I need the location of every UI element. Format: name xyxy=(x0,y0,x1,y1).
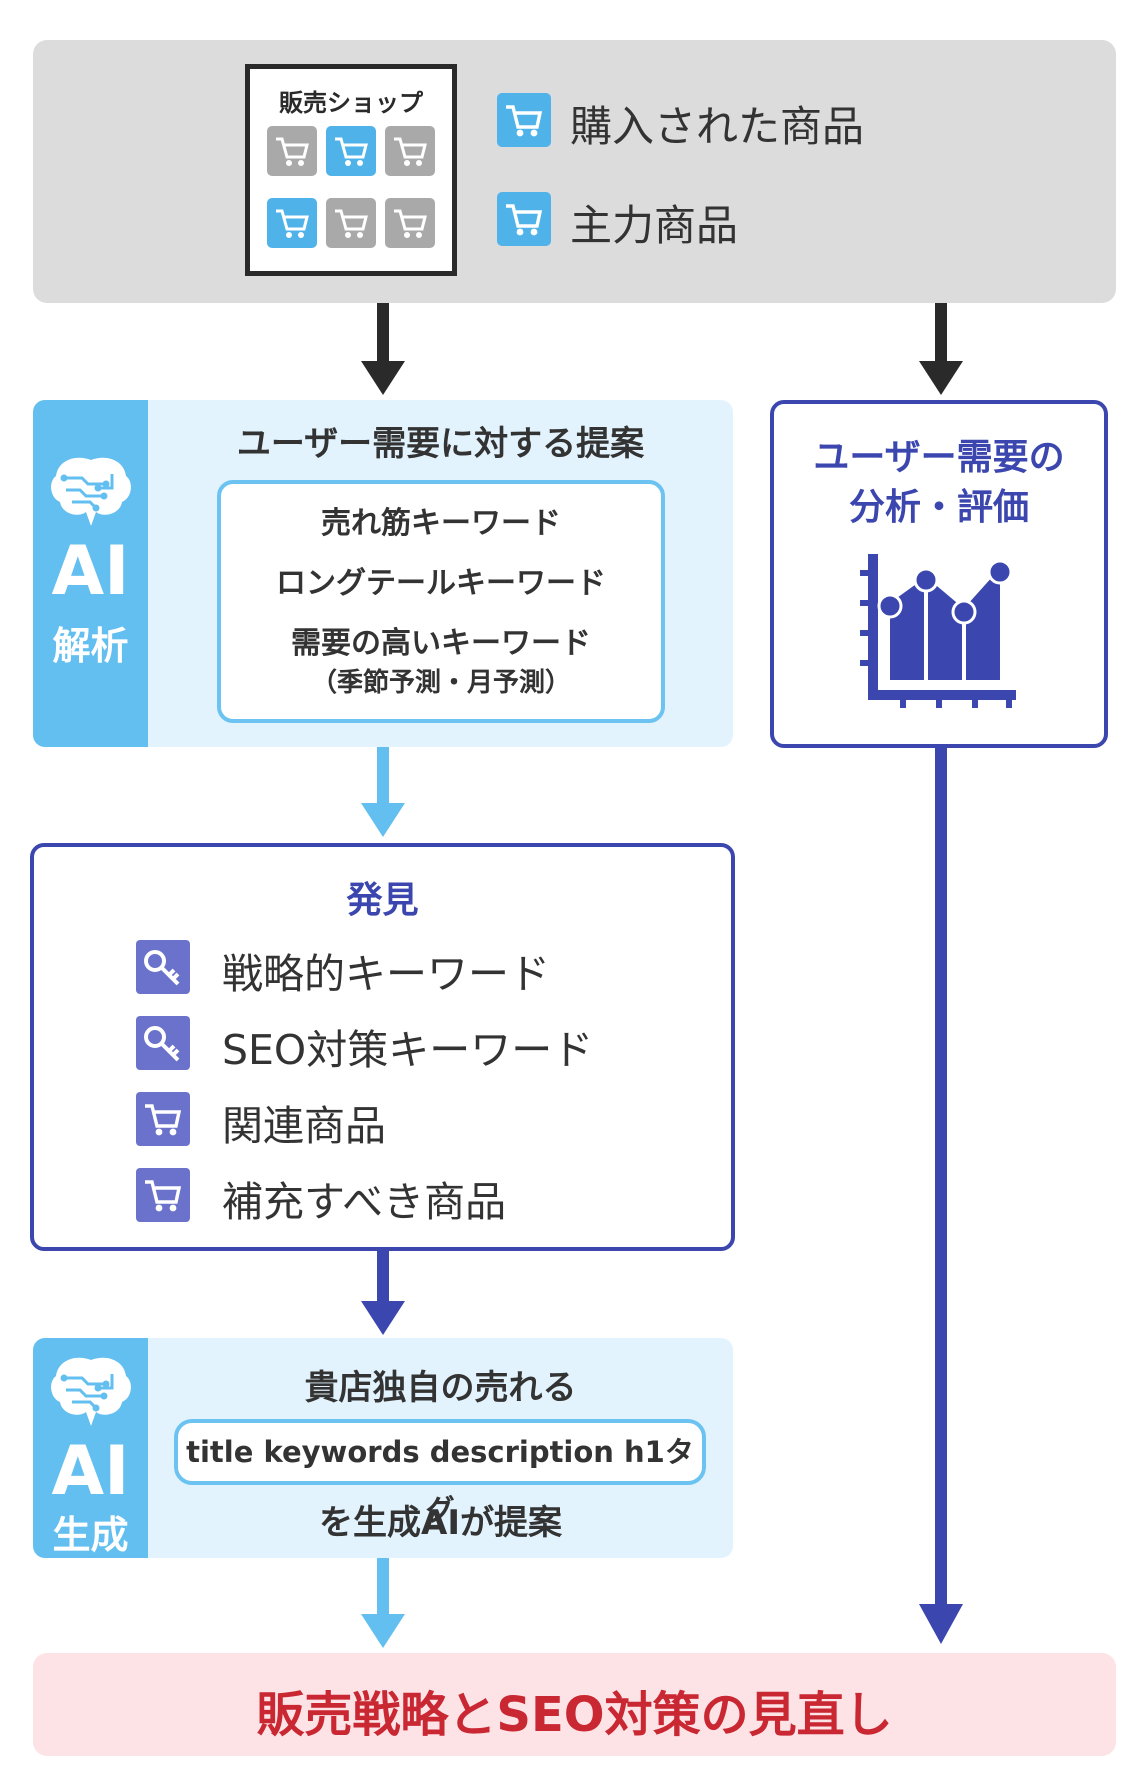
discovery-box: 発見 戦略的キーワード SEO対策キーワード 関連商品 補充すべき商品 xyxy=(30,843,735,1251)
arrow-down-analysis xyxy=(361,747,405,837)
generation-line1: 貴店独自の売れる xyxy=(304,1368,577,1408)
keyword-longtail: ロングテールキーワード xyxy=(276,566,606,601)
result-banner: 販売戦略とSEO対策の見直し xyxy=(33,1653,1116,1756)
key-icon xyxy=(136,1016,190,1070)
main-product-cart-icon xyxy=(497,192,551,246)
generation-line3: を生成AIが提案 xyxy=(319,1503,562,1543)
line-chart-icon xyxy=(860,554,1016,708)
ai-analysis-sidebar: AI 解析 xyxy=(33,400,148,747)
ai-generation-panel: AI 生成 貴店独自の売れる title keywords descriptio… xyxy=(33,1338,733,1558)
ai-label: AI xyxy=(51,1432,130,1511)
shop-cart-icon xyxy=(326,126,376,176)
result-text: 販売戦略とSEO対策の見直し xyxy=(256,1687,893,1743)
brain-circuit-icon xyxy=(51,1357,131,1426)
ai-analysis-panel: AI 解析 ユーザー需要に対する提案 売れ筋キーワード ロングテールキーワード … xyxy=(33,400,733,747)
evaluation-title-line1: ユーザー需要の xyxy=(813,437,1065,478)
brain-circuit-icon xyxy=(51,457,131,526)
arrow-down-right xyxy=(919,303,963,395)
arrow-down-left xyxy=(361,303,405,395)
discovery-title: 発見 xyxy=(346,880,419,921)
shop-box: 販売ショップ xyxy=(245,64,457,276)
shop-cart-icon xyxy=(385,126,435,176)
discovery-item-restock-products: 補充すべき商品 xyxy=(222,1178,507,1226)
legend-main: 主力商品 xyxy=(570,201,739,250)
purchased-cart-icon xyxy=(497,93,551,147)
evaluation-title-line2: 分析・評価 xyxy=(848,487,1029,528)
shop-cart-icon xyxy=(267,198,317,248)
shop-cart-icon xyxy=(267,126,317,176)
arrow-down-discovery xyxy=(361,1251,405,1335)
arrow-long-right xyxy=(919,748,963,1644)
shop-cart-icon xyxy=(326,198,376,248)
shop-cart-icon xyxy=(385,198,435,248)
keyword-high-demand: 需要の高いキーワード xyxy=(291,626,591,661)
ai-analysis-title: ユーザー需要に対する提案 xyxy=(236,424,645,464)
source-panel xyxy=(33,40,1116,303)
demand-evaluation-box: ユーザー需要の 分析・評価 xyxy=(770,400,1108,748)
keyword-forecast-note: （季節予測・月予測） xyxy=(310,668,571,698)
key-icon xyxy=(136,940,190,994)
discovery-item-seo-keywords: SEO対策キーワード xyxy=(222,1026,594,1074)
ai-analysis-sub-label: 解析 xyxy=(52,624,129,668)
seo-tags-pill: title keywords description h1タグ xyxy=(174,1419,706,1527)
discovery-item-strategic-keywords: 戦略的キーワード xyxy=(222,950,550,998)
discovery-item-related-products: 関連商品 xyxy=(222,1102,386,1150)
cart-icon xyxy=(136,1092,190,1146)
legend-purchased: 購入された商品 xyxy=(570,102,865,151)
keyword-suggestion-box: 売れ筋キーワード ロングテールキーワード 需要の高いキーワード （季節予測・月予… xyxy=(217,480,665,723)
arrow-down-generation xyxy=(361,1558,405,1648)
ai-label: AI xyxy=(51,532,130,611)
ai-generation-sidebar: AI 生成 xyxy=(33,1338,148,1558)
shop-title: 販売ショップ xyxy=(279,89,423,117)
cart-icon xyxy=(136,1168,190,1222)
keyword-bestseller: 売れ筋キーワード xyxy=(321,506,561,541)
ai-generation-sub-label: 生成 xyxy=(52,1513,129,1557)
